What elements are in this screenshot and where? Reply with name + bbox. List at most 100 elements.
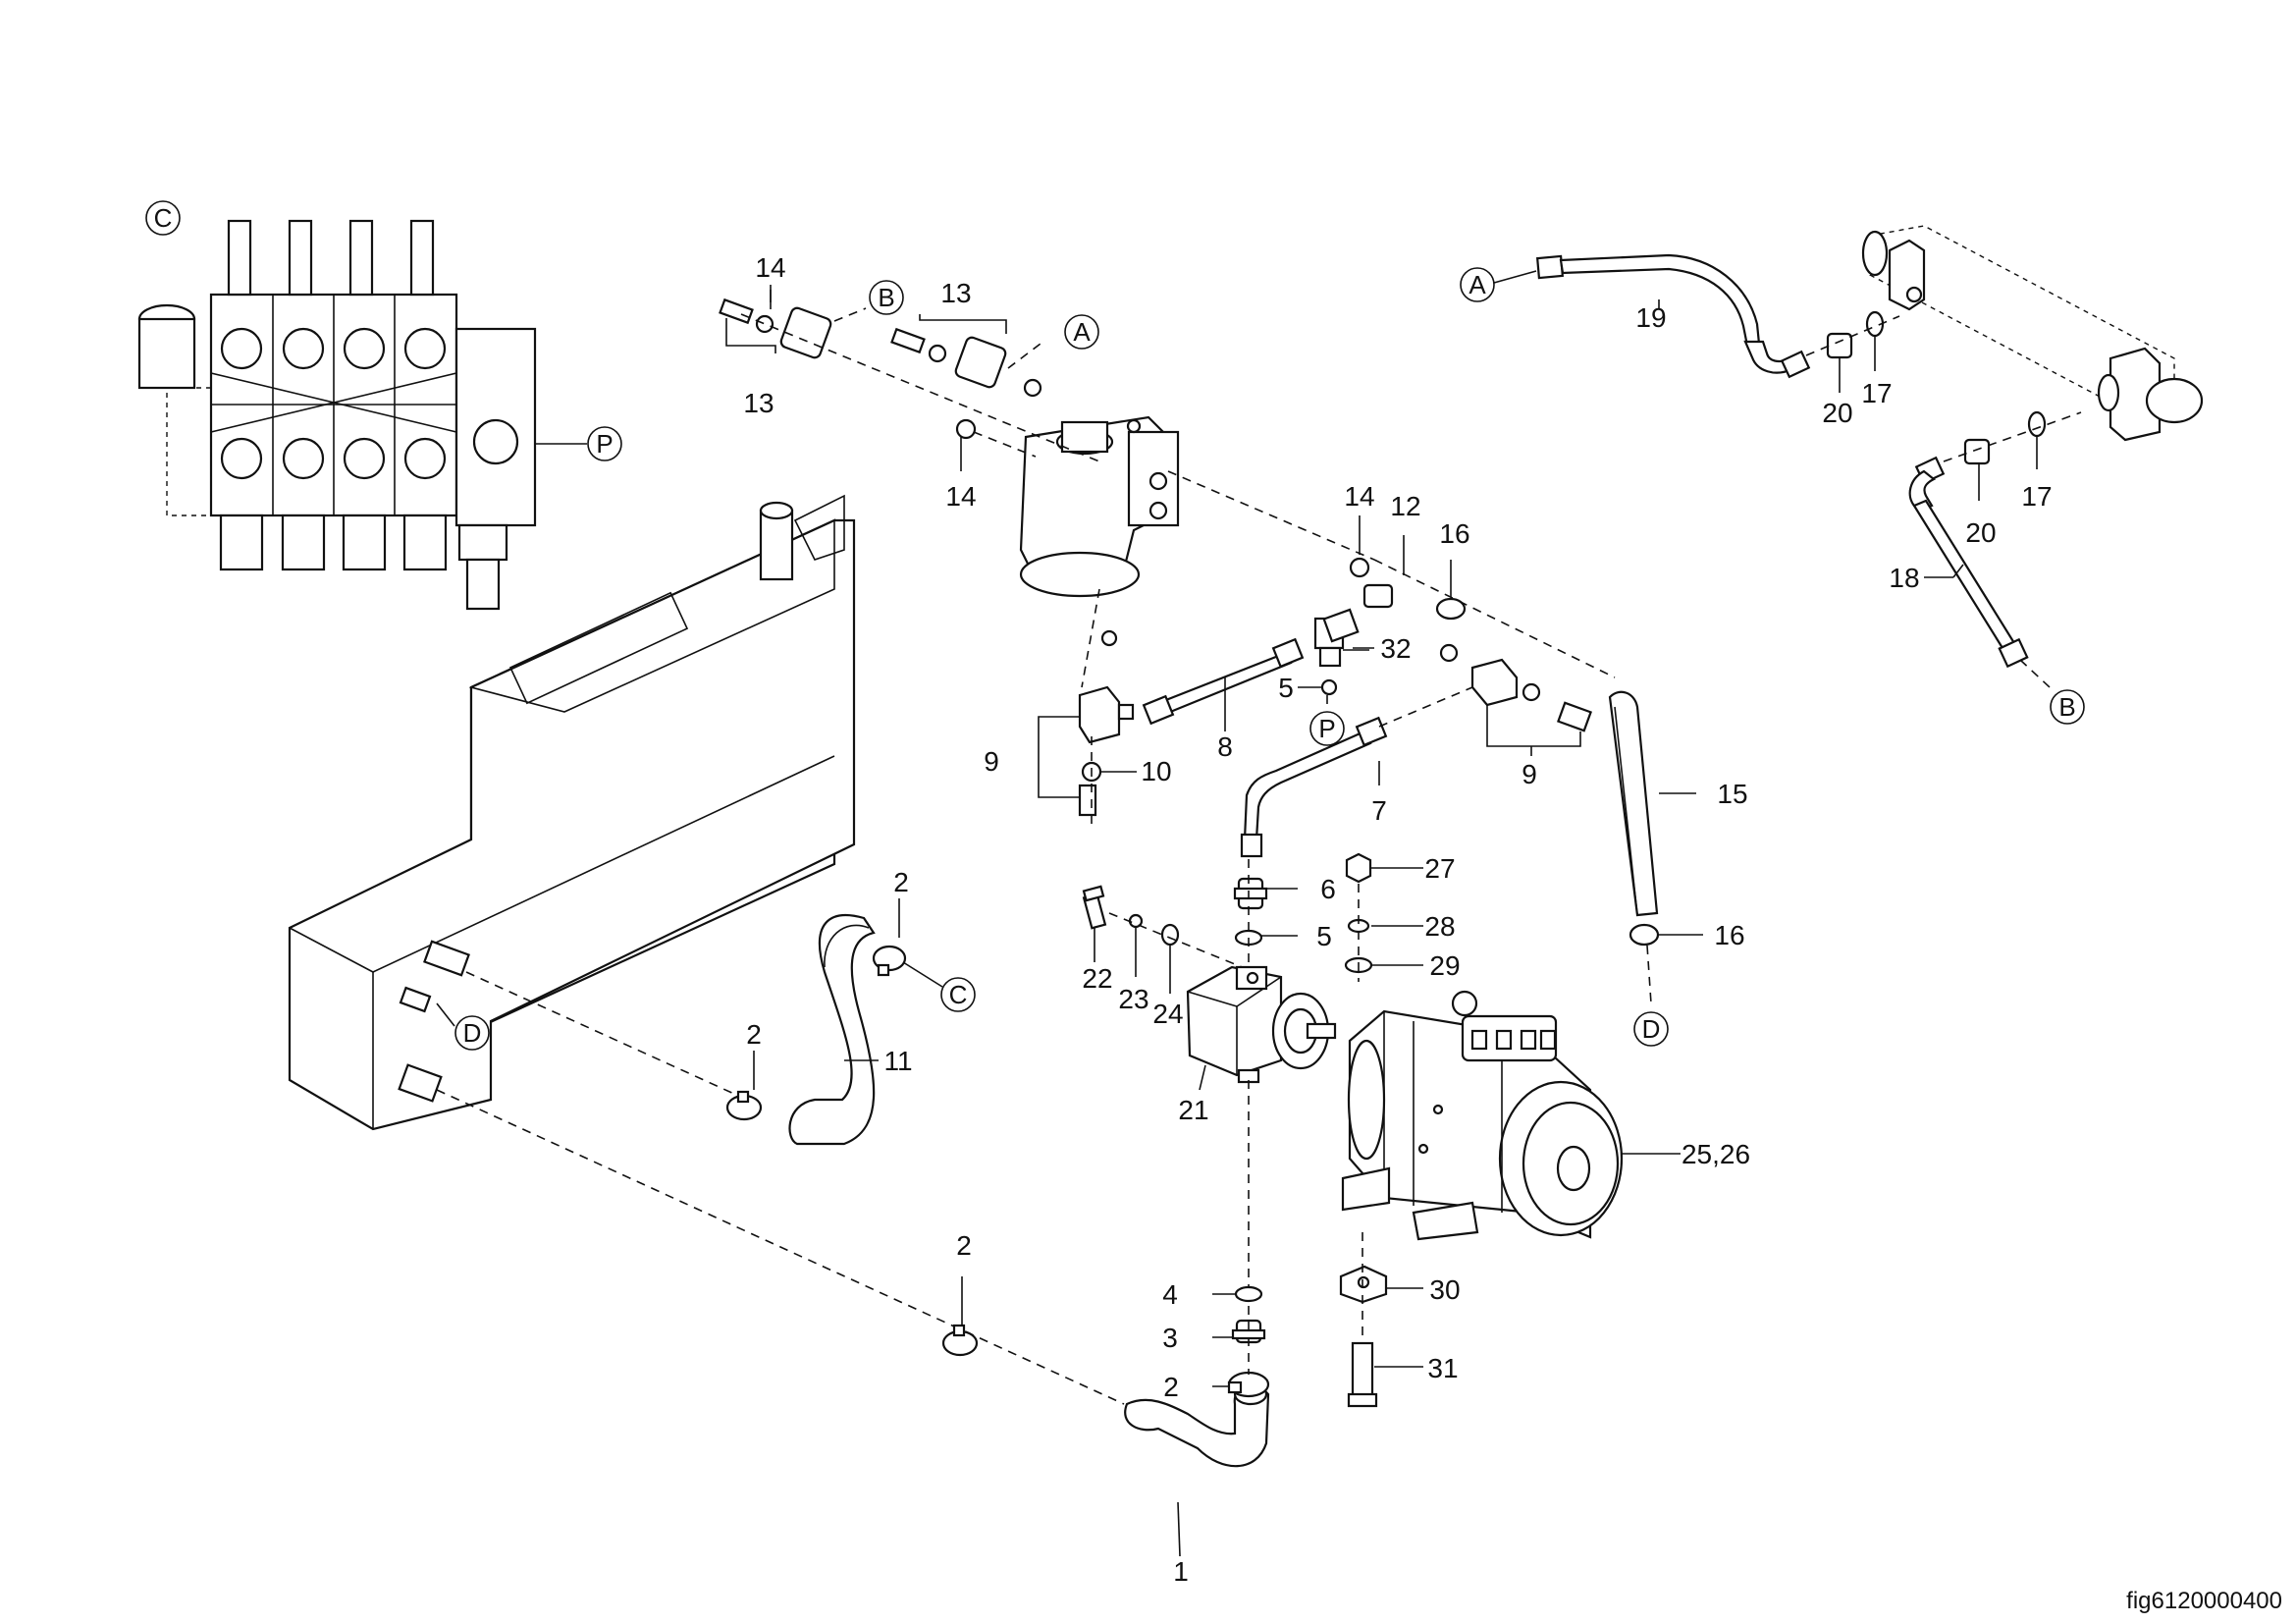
label-2-lower: 2 [956,1230,972,1261]
hose-19 [1535,253,1811,379]
hose-clamp-2-lower [941,1324,979,1357]
fitting-12 [1362,583,1394,609]
washer-4 [1234,1285,1263,1303]
svg-text:P: P [1318,714,1335,743]
label-14-mid: 14 [945,481,976,512]
clamp-16-upper [1435,597,1467,621]
label-5-top: 5 [1278,673,1294,703]
electric-motor-25-26 [1341,990,1624,1241]
bracket-30 [1339,1265,1388,1304]
label-17-lower: 17 [2021,481,2052,512]
clamp-16-lower [1629,923,1660,947]
svg-text:C: C [154,203,173,233]
label-30: 30 [1429,1274,1460,1305]
hose-7 [1240,716,1388,858]
label-28: 28 [1424,911,1455,942]
seal-ring [1100,629,1118,647]
callout-C-hose: C [940,977,976,1012]
figure-id: fig6120000400 [2126,1588,2282,1614]
hose-clamp-2-upper [872,945,907,977]
label-13-left: 13 [743,388,774,418]
fitting-20-upper [1826,332,1853,359]
label-31: 31 [1427,1353,1458,1383]
hose-clamp-2-mid [725,1090,763,1121]
svg-text:C: C [949,980,968,1009]
label-18: 18 [1889,563,1919,593]
callout-D-right: D [1633,1011,1669,1047]
svg-text:A: A [1468,270,1486,299]
callout-B-right: B [2050,689,2085,725]
washer-14-b [1349,557,1370,578]
svg-text:D: D [463,1018,482,1048]
callout-P-valve: P [587,426,622,461]
label-9-left: 9 [984,746,999,777]
hose-8 [1142,637,1305,726]
label-21: 21 [1178,1095,1208,1125]
label-29: 29 [1429,950,1460,981]
label-5-bottom: 5 [1316,921,1332,951]
oring-17-lower [2027,410,2047,438]
svg-text:P: P [596,429,613,459]
steering-cylinder [1861,225,2204,442]
label-9-right: 9 [1522,759,1537,789]
callout-A-right: A [1460,267,1495,302]
hose-18 [1908,456,2029,669]
nut-27 [1345,852,1372,884]
bolt-31 [1347,1341,1378,1408]
callout-A-top: A [1064,314,1099,350]
label-2-mid: 2 [746,1019,762,1050]
part-labels: 14 13 13 14 14 12 16 32 5 8 9 10 7 9 15 … [743,252,2052,1587]
washer-24 [1160,923,1180,947]
elbow-9-right [1470,658,1592,732]
callout-P-right: P [1309,711,1345,746]
label-8: 8 [1217,731,1233,762]
fitting-6 [1233,877,1268,910]
washer-mid [1439,643,1459,663]
label-16-top: 16 [1439,518,1469,549]
label-19: 19 [1635,302,1666,333]
bolt-13-b [890,327,1042,398]
label-7: 7 [1371,795,1387,826]
label-15: 15 [1717,779,1747,809]
leader-lines [753,285,2038,1557]
fitting-20-lower [1963,438,1991,465]
label-17-upper: 17 [1861,378,1892,408]
label-24: 24 [1152,999,1183,1029]
callout-D-tank: D [454,1015,490,1051]
svg-text:B: B [878,283,894,312]
seal-5-upper [1320,678,1338,696]
elbow-32 [1313,608,1360,668]
steering-unit [1019,415,1180,598]
label-3: 3 [1162,1323,1178,1353]
label-27: 27 [1424,853,1455,884]
label-12: 12 [1390,491,1420,521]
hydraulic-pump-21 [1186,965,1337,1084]
label-14-top: 14 [755,252,785,283]
svg-text:B: B [2058,692,2075,722]
bolt-22 [1082,885,1107,930]
label-23: 23 [1118,984,1148,1014]
label-10: 10 [1141,756,1171,786]
svg-text:D: D [1642,1014,1661,1044]
label-2-pump: 2 [1163,1372,1179,1402]
control-valve-block [137,219,537,611]
hydraulic-tank [288,494,856,1131]
label-22: 22 [1082,963,1112,994]
hose-clamp-2-pump [1227,1371,1270,1398]
callout-C-valve: C [145,200,181,236]
callout-B-top: B [869,280,904,315]
label-25-26: 25,26 [1682,1139,1750,1169]
tee-9-left [1078,685,1135,817]
label-16-bottom: 16 [1714,920,1744,950]
label-6: 6 [1320,874,1336,904]
label-20-upper: 20 [1822,398,1852,428]
suction-hose-11 [788,913,876,1146]
label-14-right: 14 [1344,481,1374,512]
label-2-upper: 2 [893,867,909,897]
label-32: 32 [1380,633,1411,664]
label-11: 11 [883,1046,912,1076]
label-1: 1 [1173,1556,1189,1587]
svg-text:A: A [1073,317,1091,347]
label-13-right: 13 [940,278,971,308]
